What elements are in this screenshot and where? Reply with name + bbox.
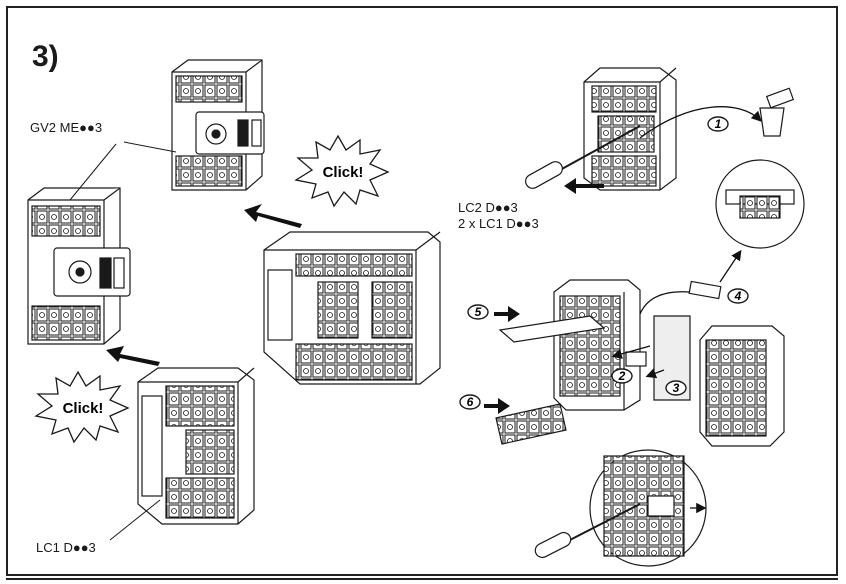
arrow-screwdriver-pull [564, 178, 604, 194]
svg-text:3: 3 [673, 381, 680, 395]
exploded-assembly [495, 279, 785, 447]
label-gv2: GV2 ME●●3 [30, 120, 103, 135]
detail-circle-clip [715, 159, 805, 249]
arrow-5 [494, 306, 520, 322]
arrow-push-gv2-top [244, 204, 302, 228]
step-number: 3) [32, 40, 59, 73]
svg-text:2: 2 [618, 369, 626, 383]
bottom-rule [6, 578, 838, 580]
guide-arrows [611, 106, 762, 514]
step-badge-6: 6 [459, 394, 481, 410]
label-lc2-line1: LC2 D●●3 [458, 200, 518, 215]
step-badge-5: 5 [467, 304, 489, 320]
lc2-contactor-top-right [583, 67, 677, 191]
click-burst-top: Click! [294, 134, 390, 208]
svg-text:6: 6 [467, 395, 474, 409]
detail-circle-release [534, 449, 707, 567]
step-badge-1: 1 [707, 116, 729, 132]
step-badge-3: 3 [665, 380, 687, 396]
label-lc2-line2: 2 x LC1 D●●3 [458, 216, 539, 231]
gv2-breaker-left [27, 187, 131, 345]
screwdriver-top [525, 125, 641, 189]
lc2-reversing-contactor [263, 231, 441, 385]
step-badge-2: 2 [611, 368, 633, 384]
click-label-top: Click! [323, 164, 364, 181]
click-label-left: Click! [63, 400, 104, 417]
svg-text:4: 4 [734, 289, 742, 303]
push-arrows [106, 178, 604, 414]
click-burst-left: Click! [34, 370, 130, 444]
label-lc1: LC1 D●●3 [36, 540, 96, 555]
lc1-contactor [137, 367, 255, 525]
arrow-push-gv2-left [106, 346, 160, 366]
step-badge-4: 4 [727, 288, 749, 304]
svg-text:1: 1 [715, 117, 722, 131]
mechanical-interlock-part [759, 87, 795, 137]
leader-lines [69, 141, 177, 541]
gv2-breaker-top [171, 59, 265, 191]
svg-text:5: 5 [475, 305, 482, 319]
arrow-6 [484, 398, 510, 414]
